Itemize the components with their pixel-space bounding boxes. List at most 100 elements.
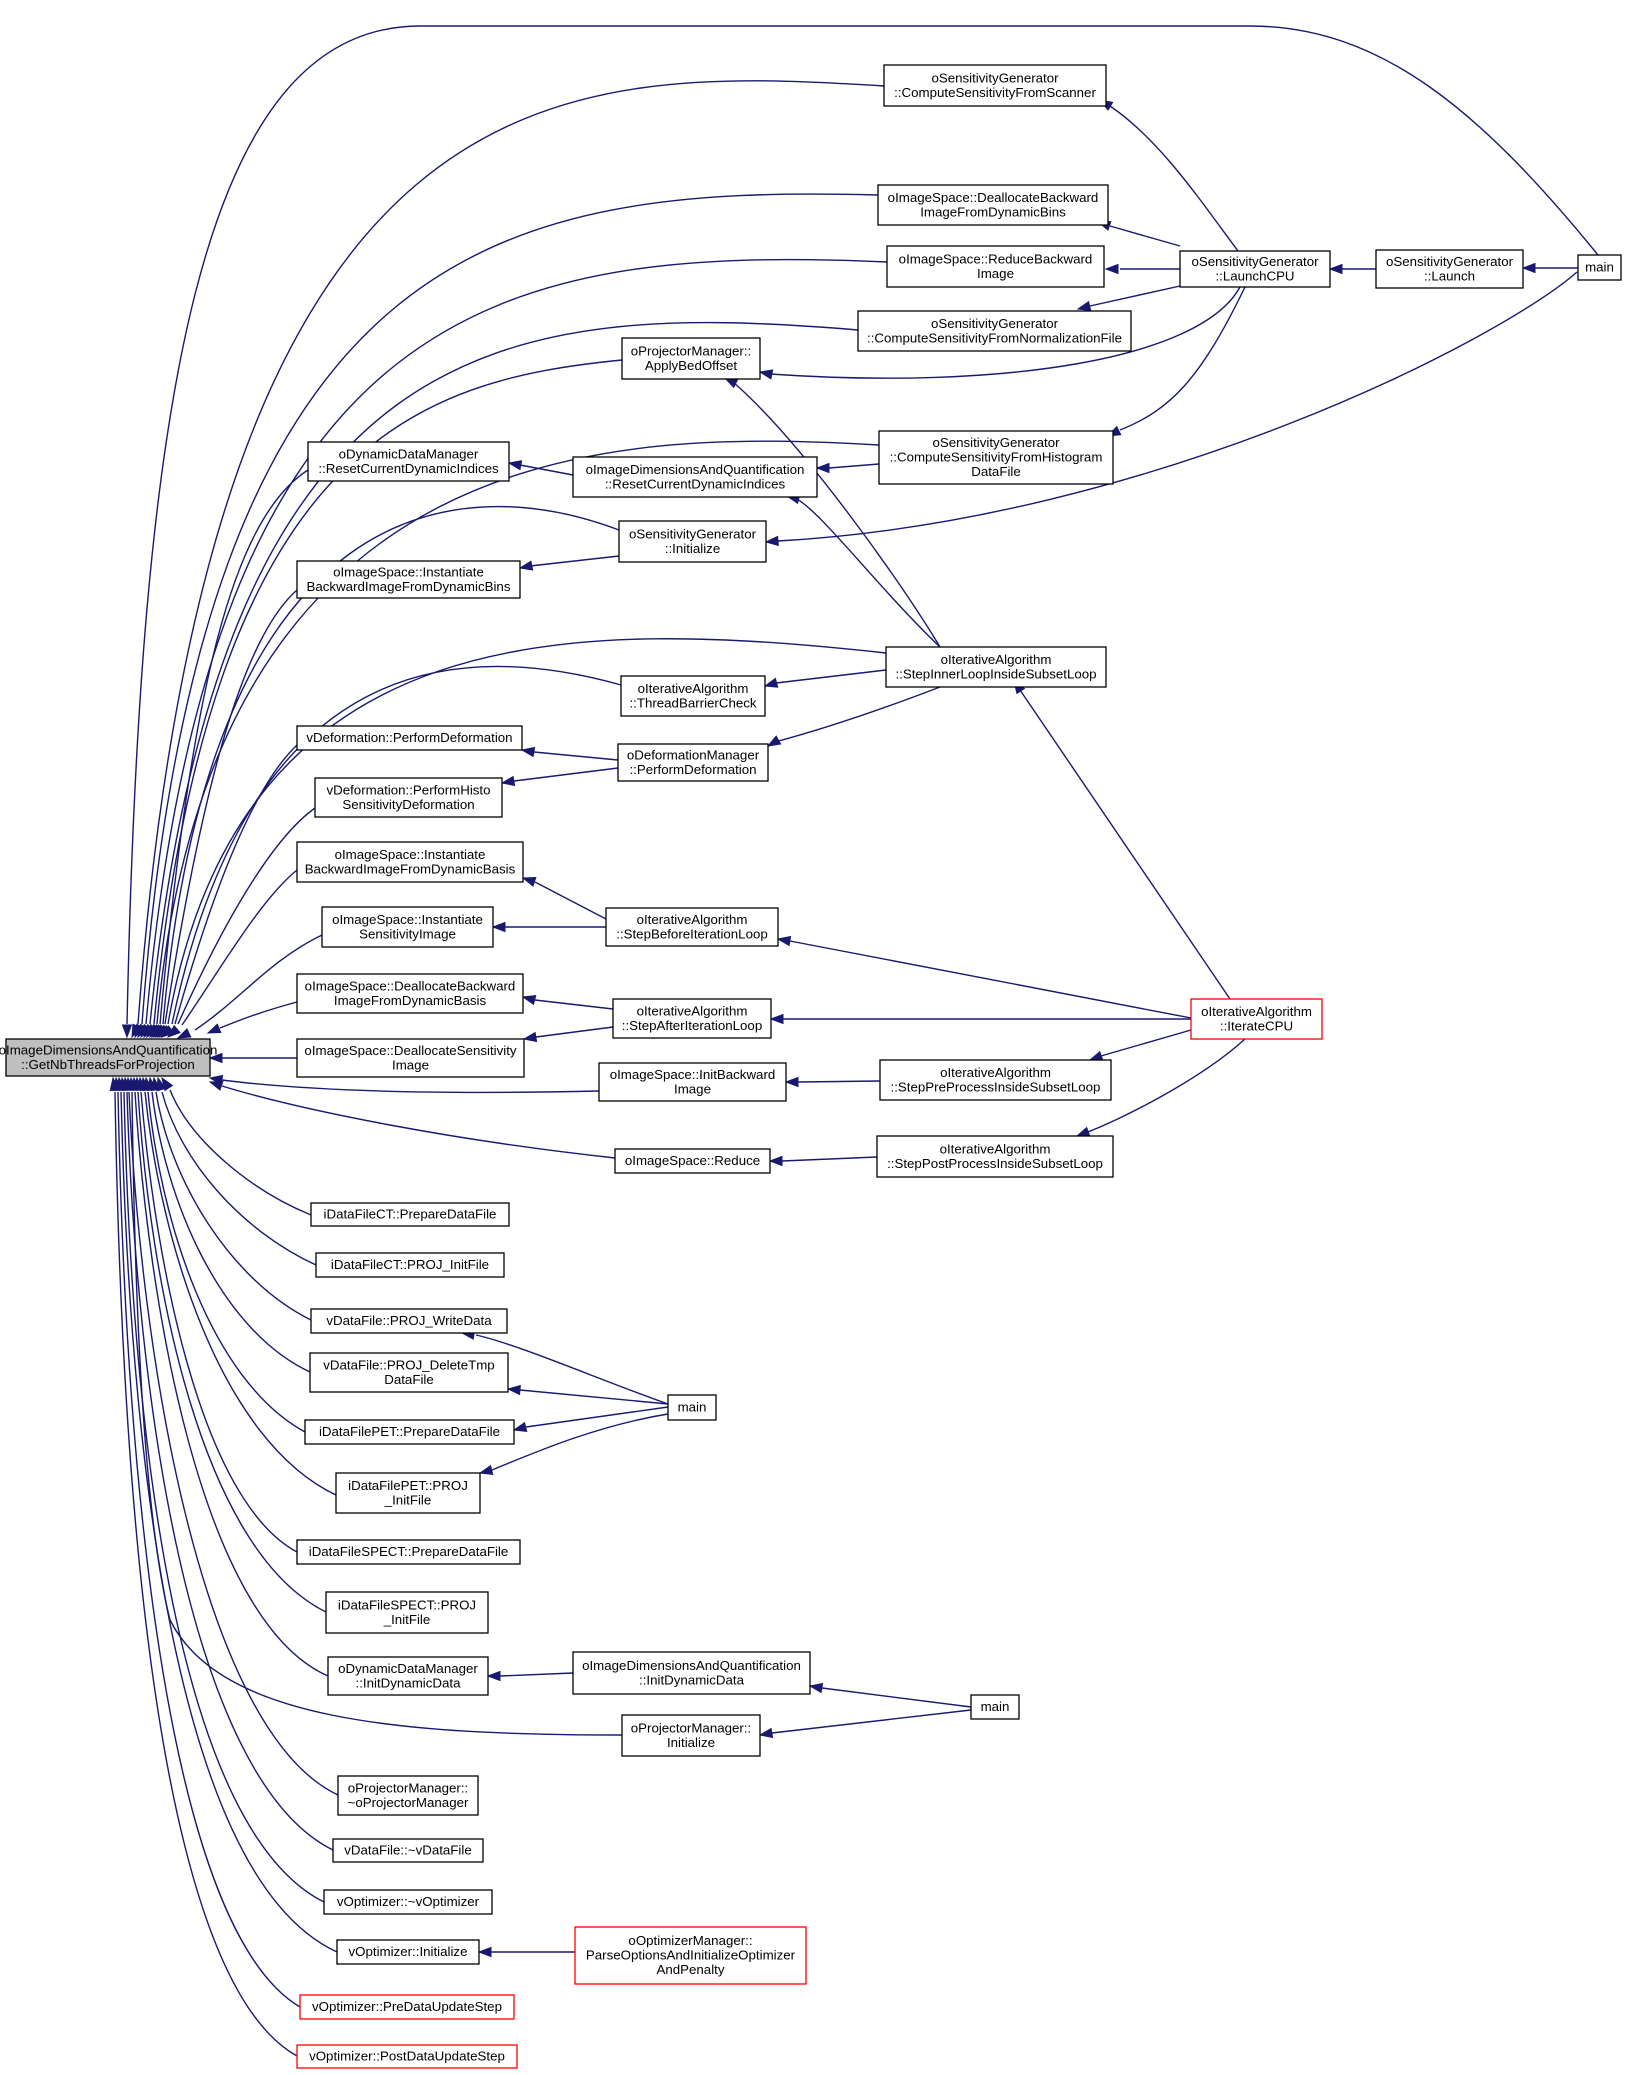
node-label: iDataFileSPECT::PrepareDataFile (309, 1544, 509, 1559)
node-reduce[interactable]: oImageSpace::Reduce (614, 1148, 771, 1174)
node-dealloc-basis[interactable]: oImageSpace::DeallocateBackwardImageFrom… (296, 973, 524, 1014)
node-vopt-post[interactable]: vOptimizer::PostDataUpdateStep (296, 2044, 518, 2069)
arrowhead (486, 1670, 501, 1682)
node-label: oSensitivityGenerator (1386, 254, 1514, 269)
node-ct-proj-init[interactable]: iDataFileCT::PROJ_InitFile (315, 1252, 505, 1278)
node-label: Image (977, 266, 1014, 281)
call-edge (771, 1709, 972, 1734)
node-label: AndPenalty (656, 1962, 724, 1977)
node-label: iDataFileSPECT::PROJ (338, 1597, 476, 1612)
node-label: ImageFromDynamicBins (920, 204, 1066, 219)
node-optman-parse[interactable]: oOptimizerManager::ParseOptionsAndInitia… (574, 1926, 807, 1985)
node-csfnf[interactable]: oSensitivityGenerator::ComputeSensitivit… (857, 310, 1132, 352)
node-idq-reset[interactable]: oImageDimensionsAndQuantification::Reset… (572, 456, 818, 498)
node-after-iter[interactable]: oIterativeAlgorithm::StepAfterIterationL… (612, 998, 772, 1039)
call-edge (120, 1091, 338, 1953)
node-defman[interactable]: oDeformationManager::PerformDeformation (617, 743, 769, 782)
node-label: vDeformation::PerformDeformation (306, 730, 512, 745)
node-vdf-destructor[interactable]: vDataFile::~vDataFile (332, 1838, 484, 1863)
node-label: iDataFileCT::PROJ_InitFile (331, 1257, 489, 1272)
node-root[interactable]: oImageDimensionsAndQuantification::GetNb… (0, 1038, 217, 1077)
arrowhead (478, 1464, 494, 1476)
node-main-top[interactable]: main (1577, 254, 1622, 281)
node-main-mid[interactable]: main (667, 1394, 717, 1421)
node-box (614, 1148, 771, 1174)
node-label: SensitivityDeformation (342, 797, 474, 812)
node-inst-basis[interactable]: oImageSpace::InstantiateBackwardImageFro… (296, 841, 524, 883)
node-sg-init[interactable]: oSensitivityGenerator::Initialize (618, 520, 767, 563)
node-label: oImageSpace::Reduce (625, 1153, 760, 1168)
call-edge (777, 271, 1578, 542)
node-label: ::InitDynamicData (639, 1672, 745, 1687)
node-box (336, 1939, 480, 1965)
node-csfs[interactable]: oSensitivityGenerator::ComputeSensitivit… (883, 64, 1107, 107)
node-launch-cpu[interactable]: oSensitivityGenerator::LaunchCPU (1179, 250, 1331, 288)
node-vopt-init[interactable]: vOptimizer::Initialize (336, 1939, 480, 1965)
node-pre-process[interactable]: oIterativeAlgorithm::StepPreProcessInsid… (879, 1059, 1112, 1101)
arrowhead (512, 1421, 528, 1433)
node-label: SensitivityImage (359, 926, 456, 941)
node-bed-offset[interactable]: oProjectorManager::ApplyBedOffset (621, 337, 761, 380)
node-label: ParseOptionsAndInitializeOptimizer (586, 1948, 796, 1963)
arrowhead (764, 535, 779, 547)
node-label: oImageSpace::ReduceBackward (899, 251, 1093, 266)
node-vdef-histo[interactable]: vDeformation::PerformHistoSensitivityDef… (314, 777, 503, 818)
call-edge (194, 934, 323, 1031)
node-box (667, 1394, 717, 1421)
node-pm-init[interactable]: oProjectorManager::Initialize (621, 1714, 761, 1757)
node-label: oProjectorManager:: (631, 1720, 751, 1735)
arrowhead (1076, 300, 1092, 312)
node-label: ::StepInnerLoopInsideSubsetLoop (895, 666, 1096, 681)
node-label: vOptimizer::Initialize (349, 1944, 468, 1959)
node-vopt-pre[interactable]: vOptimizer::PreDataUpdateStep (299, 1994, 515, 2020)
node-box (296, 1539, 521, 1565)
node-pet-prepare[interactable]: iDataFilePET::PrepareDataFile (304, 1419, 515, 1445)
node-csfh[interactable]: oSensitivityGenerator::ComputeSensitivit… (878, 430, 1114, 485)
node-box (876, 1135, 1114, 1178)
node-ct-prepare[interactable]: iDataFileCT::PrepareDataFile (310, 1202, 510, 1227)
arrowhead (1328, 263, 1343, 275)
node-vdef-perform[interactable]: vDeformation::PerformDeformation (296, 725, 523, 751)
node-label: ImageFromDynamicBasis (334, 993, 487, 1008)
node-spect-prepare[interactable]: iDataFileSPECT::PrepareDataFile (296, 1539, 521, 1565)
arrowhead (758, 369, 774, 380)
arrowhead (522, 1031, 538, 1043)
node-iterate-cpu[interactable]: oIterativeAlgorithm::IterateCPU (1190, 998, 1323, 1040)
node-pm-destructor[interactable]: oProjectorManager::~oProjectorManager (337, 1775, 479, 1816)
node-dealloc-bins[interactable]: oImageSpace::DeallocateBackwardImageFrom… (877, 184, 1109, 226)
node-label: vOptimizer::PostDataUpdateStep (309, 2049, 505, 2064)
node-box (335, 1472, 481, 1514)
node-label: oDynamicDataManager (338, 1661, 478, 1676)
node-idq-init[interactable]: oImageDimensionsAndQuantification::InitD… (572, 1651, 811, 1695)
node-pet-proj-init[interactable]: iDataFilePET::PROJ_InitFile (335, 1472, 481, 1514)
node-inst-bins[interactable]: oImageSpace::InstantiateBackwardImageFro… (296, 560, 521, 599)
call-edge (534, 999, 614, 1010)
node-before-iter[interactable]: oIterativeAlgorithm::StepBeforeIteration… (605, 907, 779, 947)
node-ddm-reset[interactable]: oDynamicDataManager::ResetCurrentDynamic… (307, 441, 510, 482)
node-spect-proj-init[interactable]: iDataFileSPECT::PROJ_InitFile (325, 1591, 489, 1634)
node-main-low[interactable]: main (970, 1694, 1020, 1720)
node-label: main (981, 1699, 1010, 1714)
node-label: ::StepPostProcessInsideSubsetLoop (887, 1156, 1103, 1171)
node-vopt-destructor[interactable]: vOptimizer::~vOptimizer (323, 1889, 493, 1915)
call-graph-edges (109, 25, 1599, 2057)
node-ddm-init[interactable]: oDynamicDataManager::InitDynamicData (327, 1656, 489, 1696)
node-barrier[interactable]: oIterativeAlgorithm::ThreadBarrierCheck (620, 675, 766, 717)
node-box (572, 456, 818, 498)
node-post-process[interactable]: oIterativeAlgorithm::StepPostProcessInsi… (876, 1135, 1114, 1178)
call-edge (475, 1334, 669, 1405)
node-vdf-write[interactable]: vDataFile::PROJ_WriteData (310, 1308, 508, 1334)
call-edge (140, 1091, 298, 1553)
node-box (1179, 250, 1331, 288)
node-label: oImageDimensionsAndQuantification (582, 1658, 801, 1673)
node-label: oIterativeAlgorithm (637, 1003, 748, 1018)
node-launch[interactable]: oSensitivityGenerator::Launch (1375, 249, 1524, 289)
node-inner-loop[interactable]: oIterativeAlgorithm::StepInnerLoopInside… (885, 646, 1107, 688)
call-edge (177, 807, 316, 1025)
node-box (304, 1419, 515, 1445)
